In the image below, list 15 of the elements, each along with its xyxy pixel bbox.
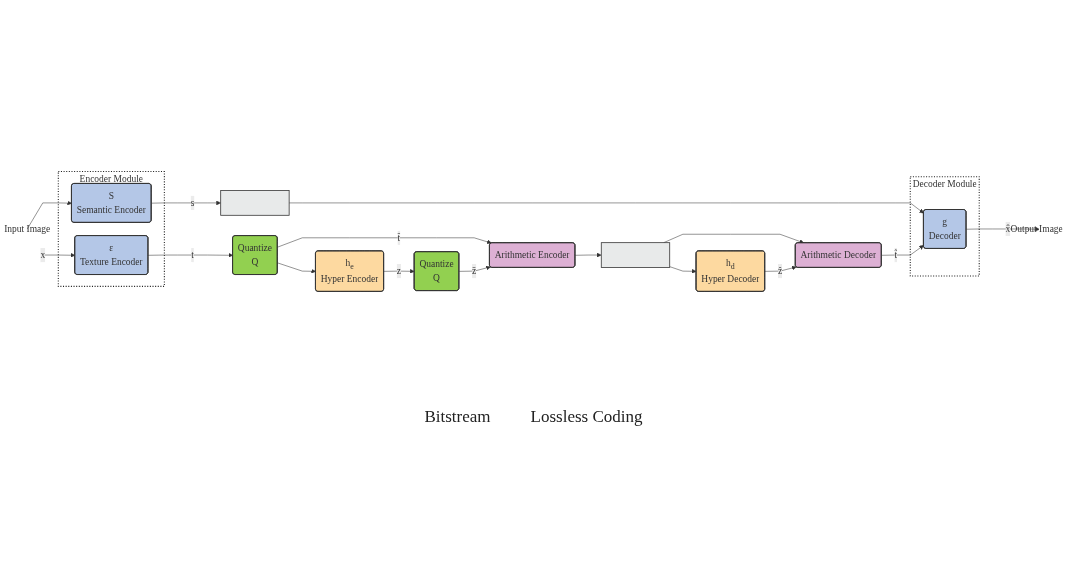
edge-label: s [190,197,195,208]
edge-label: ẑ [777,265,783,277]
edge-label: x̂ [1005,223,1011,234]
edge-label: z [396,265,401,277]
edge-label: t̄ [397,232,401,243]
node-text: Input Image [4,223,51,234]
note-label: Bitstream [424,407,491,427]
edge-label: z̄ [472,265,477,277]
node-text: Output Image [1010,223,1063,234]
edge-label: t̂ [894,249,898,261]
edge-label: t [191,249,194,261]
node-bar [220,190,290,216]
node-bar [600,242,671,268]
edge-label: x [40,249,46,261]
note-label: Lossless Coding [530,407,643,427]
